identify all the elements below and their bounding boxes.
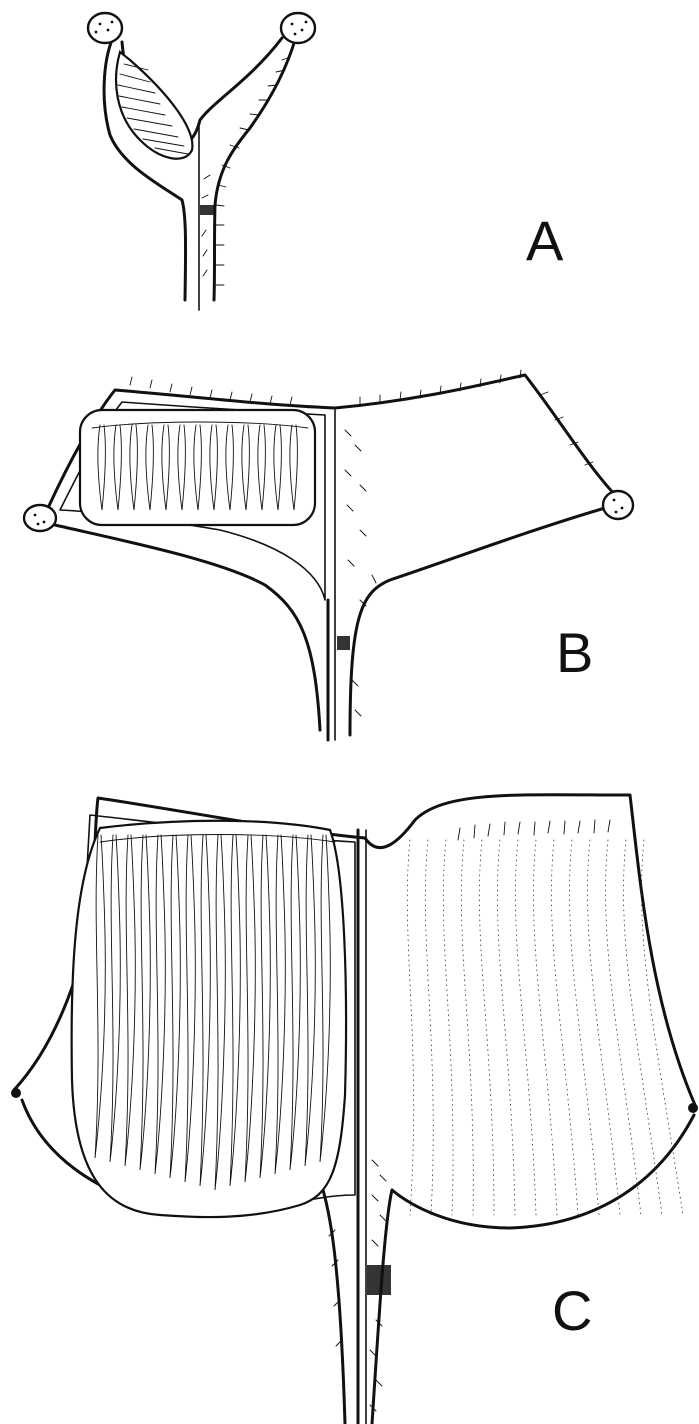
panel-c-right-lobe	[365, 795, 695, 1105]
panel-b-label: B	[556, 621, 593, 684]
panel-c-striation	[551, 840, 578, 1215]
panel-c-striation	[461, 840, 473, 1215]
panel-a: A	[88, 13, 564, 310]
panel-b-left-knob	[24, 505, 56, 531]
panel-c-striation	[606, 840, 641, 1215]
panel-c-right-knob	[688, 1103, 698, 1113]
panel-c-striation	[497, 840, 515, 1215]
panel-a-label: A	[526, 209, 564, 272]
panel-c-striation	[533, 840, 557, 1215]
panel-b-right-lobe	[335, 375, 620, 500]
panel-c-right-underside	[372, 1115, 694, 1424]
panel-b-stem-band	[337, 636, 350, 650]
panel-b-right-knob	[603, 491, 633, 519]
panel-c-striation	[407, 840, 413, 1215]
panel-a-left-knob	[88, 13, 122, 43]
panel-c-striation	[479, 840, 494, 1215]
panel-c-striation	[443, 840, 453, 1215]
panel-c-stem-band	[367, 1265, 391, 1295]
panel-c-striation	[642, 840, 683, 1215]
panel-c-striation	[515, 840, 536, 1215]
panel-c-label: C	[552, 1279, 592, 1342]
panel-c-striation	[425, 840, 433, 1215]
panel-a-right-arm	[214, 40, 295, 300]
panel-a-stem-band	[200, 205, 214, 215]
panel-b: B	[24, 370, 633, 740]
panel-b-left-underside	[55, 525, 320, 730]
panel-c-fringe	[458, 820, 610, 840]
panel-c-left-knob	[11, 1088, 21, 1098]
panel-a-right-knob	[281, 13, 315, 43]
panel-a-cavity	[116, 52, 192, 159]
panel-c-striation	[587, 840, 620, 1215]
panel-c: C	[11, 795, 698, 1424]
